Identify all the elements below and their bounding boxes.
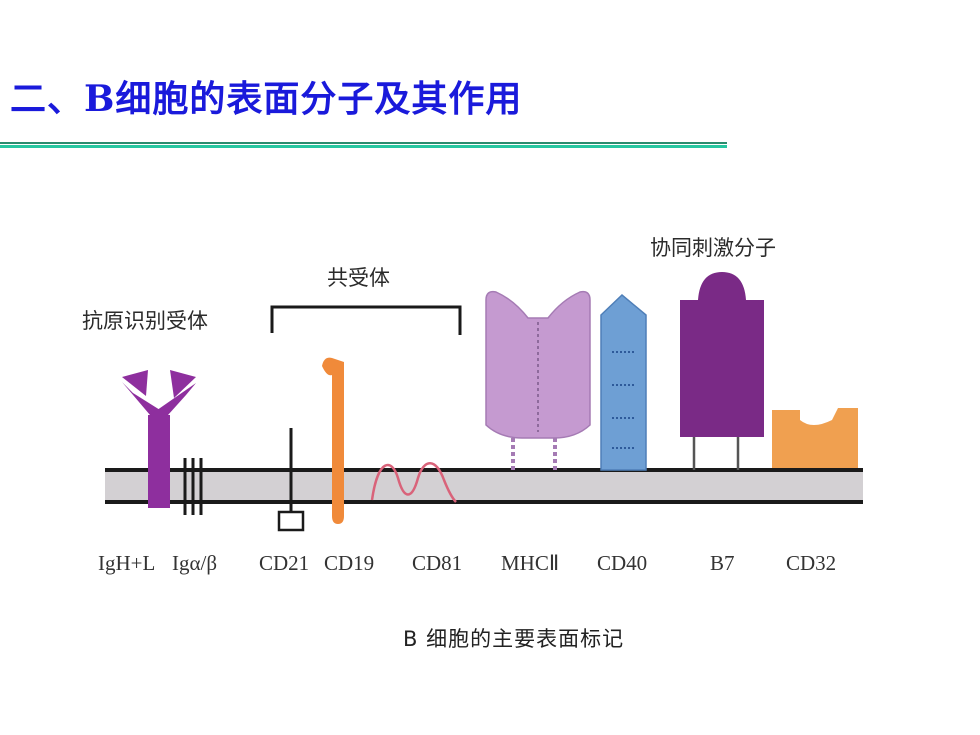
label-mhc-ii: MHCⅡ — [501, 551, 560, 575]
cd40-molecule — [600, 293, 647, 471]
cd32-molecule — [772, 408, 858, 468]
cd81-molecule — [370, 462, 457, 503]
diagram-caption: B 细胞的主要表面标记 — [403, 627, 625, 651]
page-title: 二、B细胞的表面分子及其作用 — [10, 78, 523, 120]
cd19-molecule — [322, 357, 344, 524]
b7-molecule — [680, 272, 764, 470]
title-underline — [0, 142, 727, 148]
igh-l-receptor — [122, 370, 196, 508]
mhc-ii-molecule — [485, 290, 591, 470]
label-coreceptor: 共受体 — [327, 266, 390, 290]
label-b7: B7 — [710, 551, 735, 575]
label-cd32: CD32 — [786, 551, 837, 575]
label-antigen-receptor: 抗原识别受体 — [82, 309, 208, 333]
label-ig-alpha-beta: Igα/β — [172, 551, 218, 575]
cd21-molecule — [277, 428, 305, 532]
label-costimulatory: 协同刺激分子 — [650, 236, 776, 260]
ig-alpha-beta — [183, 458, 203, 515]
label-cd19: CD19 — [324, 551, 375, 575]
label-cd21: CD21 — [259, 551, 310, 575]
coreceptor-bracket — [270, 305, 462, 335]
cell-membrane — [105, 470, 863, 502]
label-cd81: CD81 — [412, 551, 463, 575]
label-igh-l: IgH+L — [98, 551, 156, 575]
label-cd40: CD40 — [597, 551, 648, 575]
